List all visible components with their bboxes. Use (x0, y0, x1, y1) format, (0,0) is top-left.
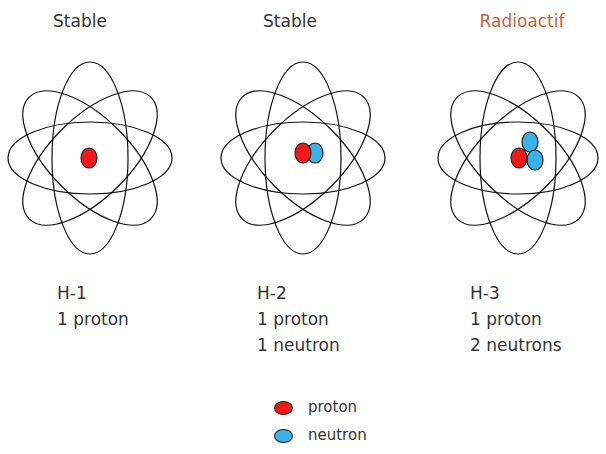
legend-text: neutron (308, 426, 367, 444)
legend-text: proton (308, 398, 357, 416)
neutron (527, 150, 543, 170)
status-heading: Radioactif (480, 12, 565, 32)
particle-count: 1 proton (470, 310, 542, 330)
isotope-name: H-3 (470, 284, 500, 304)
orbit (429, 69, 606, 247)
orbit (480, 62, 556, 254)
particle-count: 1 neutron (257, 336, 340, 356)
particle-count: 1 proton (257, 310, 329, 330)
isotope-name: H-1 (57, 284, 87, 304)
orbit (8, 122, 172, 194)
orbit (221, 122, 385, 194)
orbit (429, 69, 606, 247)
orbit (1, 69, 179, 247)
orbit (52, 62, 128, 254)
orbit (438, 122, 598, 194)
orbit (214, 69, 392, 247)
isotope-name: H-2 (257, 284, 287, 304)
atom-h3 (429, 62, 606, 254)
orbit (265, 62, 341, 254)
status-heading: Stable (263, 12, 317, 32)
atom-h2 (214, 62, 392, 254)
legend-swatch (274, 401, 293, 415)
legend-swatch (274, 429, 293, 443)
neutron (522, 132, 538, 152)
proton (81, 148, 97, 168)
orbit (214, 69, 392, 247)
proton (511, 148, 527, 168)
status-heading: Stable (53, 12, 107, 32)
particle-count: 1 proton (57, 310, 129, 330)
proton (295, 143, 311, 163)
atom-h1 (1, 62, 179, 254)
particle-count: 2 neutrons (470, 336, 562, 356)
orbit (1, 69, 179, 247)
